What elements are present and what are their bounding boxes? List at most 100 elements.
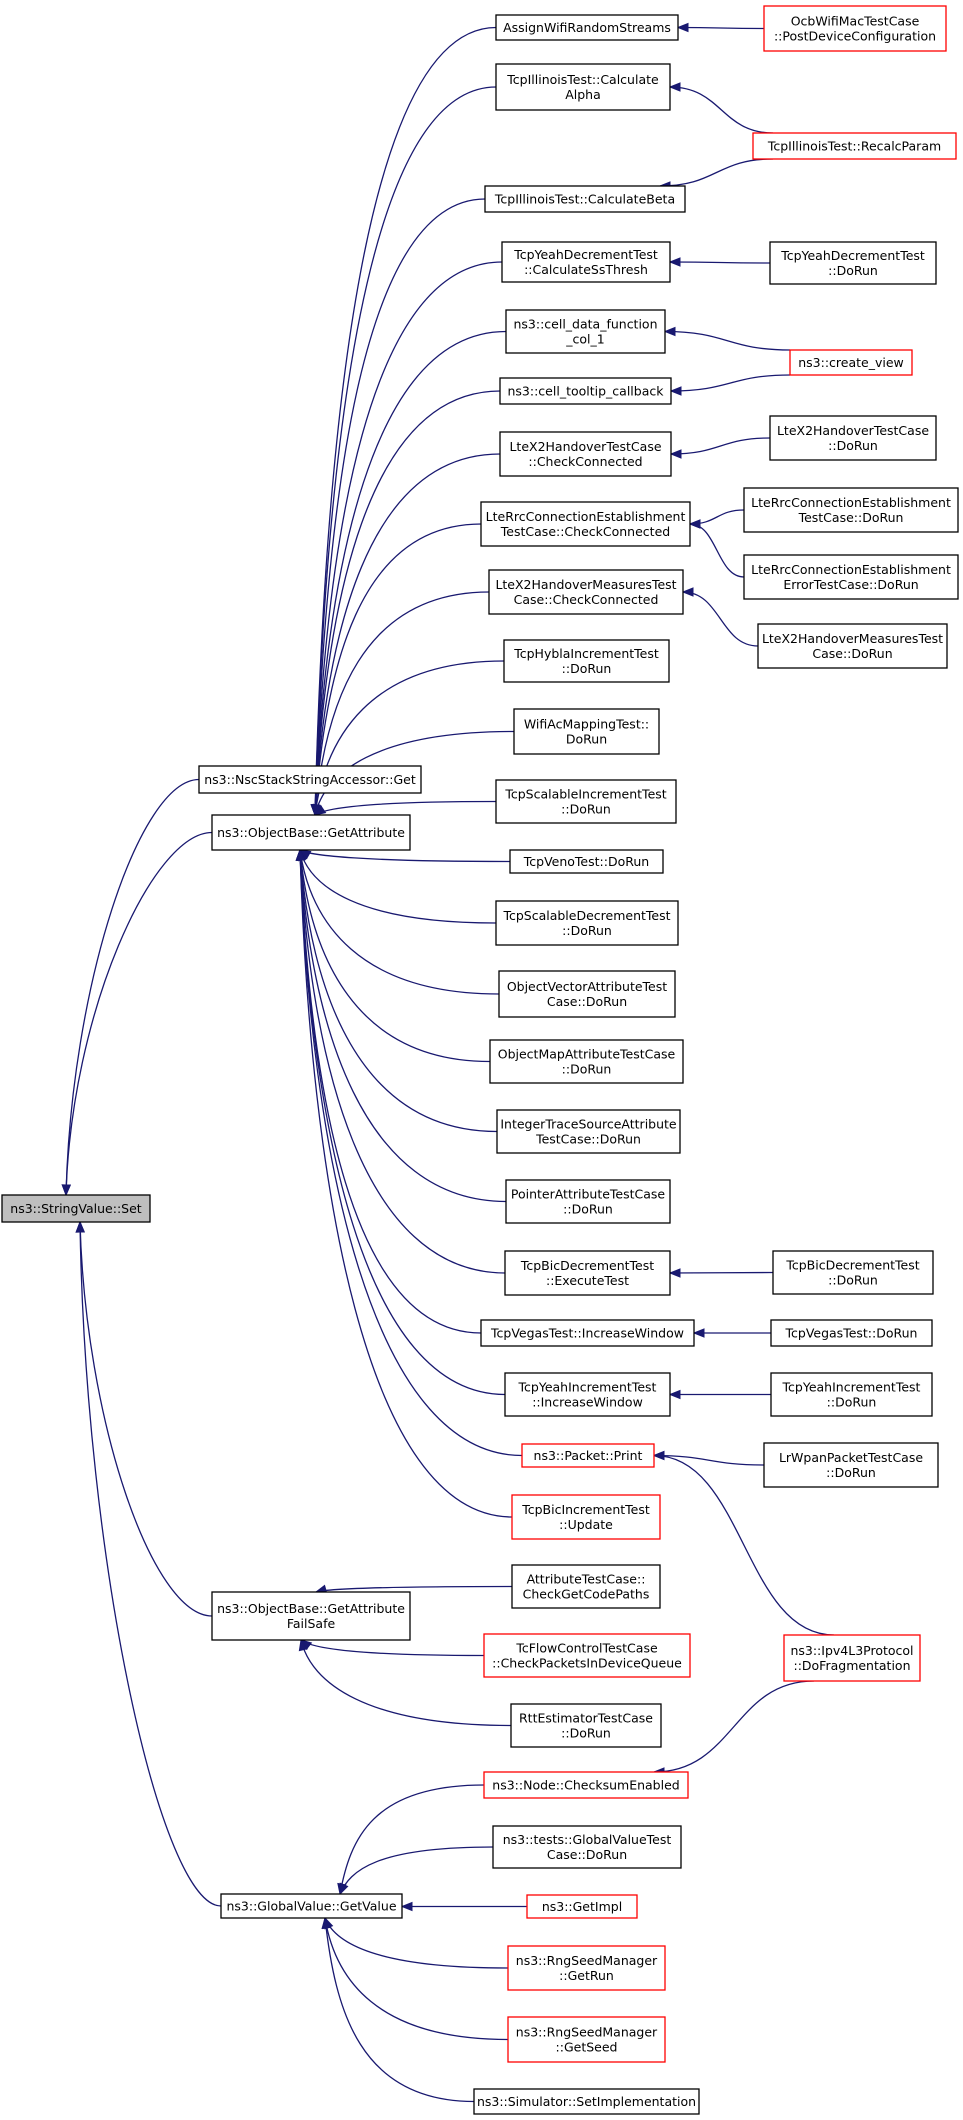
edge-ob_getattr_fs-to-rtt_est xyxy=(298,1638,512,1727)
node-label: Case::DoRun xyxy=(812,646,892,661)
node-lterrc_cc[interactable]: LteRrcConnectionEstablishmentTestCase::C… xyxy=(480,501,691,547)
node-label: TcpBicIncrementTest xyxy=(521,1502,650,1517)
edge-gv_getvalue-to-sim_setimpl xyxy=(321,1916,475,2103)
node-nsc_get[interactable]: ns3::NscStackStringAccessor::Get xyxy=(198,765,422,794)
node-label: ns3::GlobalValue::GetValue xyxy=(226,1899,396,1914)
node-bic_dec_exec[interactable]: TcpBicDecrementTest::ExecuteTest xyxy=(504,1250,671,1296)
node-label: TestCase::CheckConnected xyxy=(500,524,670,539)
edge-ltex2_cc-to-ltex2_run xyxy=(669,437,771,459)
node-yeah_inc_run[interactable]: TcpYeahIncrementTest::DoRun xyxy=(770,1372,933,1417)
node-label: _col_1 xyxy=(565,332,604,347)
node-rtt_est[interactable]: RttEstimatorTestCase::DoRun xyxy=(510,1703,662,1748)
node-box xyxy=(496,1109,681,1154)
node-label: ::DoFragmentation xyxy=(793,1658,910,1673)
edges-layer xyxy=(61,22,835,2103)
node-vegas_inc[interactable]: TcpVegasTest::IncreaseWindow xyxy=(480,1319,695,1347)
node-sim_setimpl[interactable]: ns3::Simulator::SetImplementation xyxy=(473,2088,700,2115)
edge-lterrc_cc-to-lterrc_err_run xyxy=(688,519,745,578)
edge-ob_getattr-to-veno xyxy=(298,849,511,863)
node-box xyxy=(521,1443,655,1468)
node-scal_inc[interactable]: TcpScalableIncrementTest::DoRun xyxy=(495,779,677,824)
node-label: TcpVegasTest::DoRun xyxy=(785,1326,918,1341)
node-cell_data[interactable]: ns3::cell_data_function_col_1 xyxy=(505,309,666,354)
node-ptr_attr[interactable]: PointerAttributeTestCase::DoRun xyxy=(505,1179,671,1224)
node-tc_flow[interactable]: TcFlowControlTestCase::CheckPacketsInDev… xyxy=(483,1633,691,1678)
node-veno[interactable]: TcpVenoTest::DoRun xyxy=(509,849,664,874)
node-int_trace[interactable]: IntegerTraceSourceAttributeTestCase::DoR… xyxy=(496,1109,681,1154)
node-root[interactable]: ns3::StringValue::Set xyxy=(1,1194,151,1223)
edge-gv_getvalue-to-get_impl xyxy=(400,1901,527,1912)
node-box xyxy=(743,554,959,600)
node-yeah_dec_ss[interactable]: TcpYeahDecrementTest::CalculateSsThresh xyxy=(501,241,671,283)
node-yeah_dec_run[interactable]: TcpYeahDecrementTest::DoRun xyxy=(769,241,937,285)
node-label: TcpScalableIncrementTest xyxy=(504,787,666,802)
node-attr_check[interactable]: AttributeTestCase::CheckGetCodePaths xyxy=(511,1564,661,1609)
node-label: ::DoRun xyxy=(561,802,611,817)
node-label: TcpIllinoisTest::RecalcParam xyxy=(767,139,941,154)
node-box xyxy=(511,1564,661,1609)
edge-yeah_inc_iw-to-yeah_inc_run xyxy=(668,1389,772,1400)
node-label: ::PostDeviceConfiguration xyxy=(774,29,936,44)
node-label: ::IncreaseWindow xyxy=(532,1395,643,1410)
node-vegas_run[interactable]: TcpVegasTest::DoRun xyxy=(770,1319,933,1347)
node-bic_inc_upd[interactable]: TcpBicIncrementTest::Update xyxy=(511,1494,661,1540)
node-box xyxy=(483,1633,691,1678)
node-box xyxy=(483,1771,689,1799)
node-scal_dec[interactable]: TcpScalableDecrementTest::DoRun xyxy=(495,900,679,946)
node-label: LteRrcConnectionEstablishment xyxy=(751,495,951,510)
node-gv_getvalue[interactable]: ns3::GlobalValue::GetValue xyxy=(220,1893,403,1919)
node-ltex2_cc[interactable]: LteX2HandoverTestCase::CheckConnected xyxy=(499,431,672,477)
node-box xyxy=(511,1494,661,1540)
node-create_view[interactable]: ns3::create_view xyxy=(789,349,913,376)
node-box xyxy=(769,415,937,461)
node-yeah_inc_iw[interactable]: TcpYeahIncrementTest::IncreaseWindow xyxy=(504,1372,671,1417)
edge-root-to-gv_getvalue xyxy=(75,1220,222,1907)
node-label: TcpYeahIncrementTest xyxy=(518,1380,657,1395)
node-cell_tooltip[interactable]: ns3::cell_tooltip_callback xyxy=(499,377,672,405)
node-ocb_post[interactable]: OcbWifiMacTestCase::PostDeviceConfigurat… xyxy=(763,5,947,52)
node-lterrc_err_run[interactable]: LteRrcConnectionEstablishmentErrorTestCa… xyxy=(743,554,959,600)
node-bic_dec_run[interactable]: TcpBicDecrementTest::DoRun xyxy=(772,1250,934,1295)
node-ipv4_frag[interactable]: ns3::Ipv4L3Protocol::DoFragmentation xyxy=(783,1634,921,1682)
node-obj_map[interactable]: ObjectMapAttributeTestCase::DoRun xyxy=(489,1039,684,1084)
edge-gv_getvalue-to-node_cksum xyxy=(337,1784,485,1896)
node-box xyxy=(783,1634,921,1682)
node-lrwpan_run[interactable]: LrWpanPacketTestCase::DoRun xyxy=(763,1442,939,1488)
node-pkt_print[interactable]: ns3::Packet::Print xyxy=(521,1443,655,1468)
node-box xyxy=(757,623,948,669)
node-ob_getattr[interactable]: ns3::ObjectBase::GetAttribute xyxy=(211,814,411,851)
node-wifi_ac[interactable]: WifiAcMappingTest::DoRun xyxy=(513,708,660,755)
node-hybla_inc[interactable]: TcpHyblaIncrementTest::DoRun xyxy=(503,639,670,683)
node-node_cksum[interactable]: ns3::Node::ChecksumEnabled xyxy=(483,1771,689,1799)
edge-node_cksum-to-ipv4_frag xyxy=(652,1680,815,1777)
node-label: ::DoRun xyxy=(562,923,612,938)
node-label: LrWpanPacketTestCase xyxy=(779,1450,923,1465)
edge-ob_getattr-to-cell_tooltip xyxy=(310,390,501,817)
node-ill_beta[interactable]: TcpIllinoisTest::CalculateBeta xyxy=(484,185,686,213)
node-box xyxy=(499,431,672,477)
node-ill_recalc[interactable]: TcpIllinoisTest::RecalcParam xyxy=(752,132,957,160)
node-box xyxy=(743,487,959,533)
edge-cell_data-to-create_view xyxy=(663,326,791,351)
node-lterrc_run[interactable]: LteRrcConnectionEstablishmentTestCase::D… xyxy=(743,487,959,533)
node-ltex2meas_cc[interactable]: LteX2HandoverMeasuresTestCase::CheckConn… xyxy=(488,569,684,615)
node-label: ::CheckConnected xyxy=(528,454,642,469)
node-ltex2_run[interactable]: LteX2HandoverTestCase::DoRun xyxy=(769,415,937,461)
edge-root-to-nsc_get xyxy=(61,778,200,1197)
node-box xyxy=(763,5,947,52)
node-rng_seed[interactable]: ns3::RngSeedManager::GetSeed xyxy=(507,2016,666,2063)
node-box xyxy=(505,1179,671,1224)
node-get_impl[interactable]: ns3::GetImpl xyxy=(526,1894,638,1919)
node-label: TcpIllinoisTest::CalculateBeta xyxy=(494,192,675,207)
node-rng_run[interactable]: ns3::RngSeedManager::GetRun xyxy=(507,1945,666,1991)
node-assign_wifi[interactable]: AssignWifiRandomStreams xyxy=(495,14,679,41)
node-box xyxy=(769,241,937,285)
node-label: Case::DoRun xyxy=(547,1847,627,1862)
node-label: TcpHyblaIncrementTest xyxy=(513,646,659,661)
